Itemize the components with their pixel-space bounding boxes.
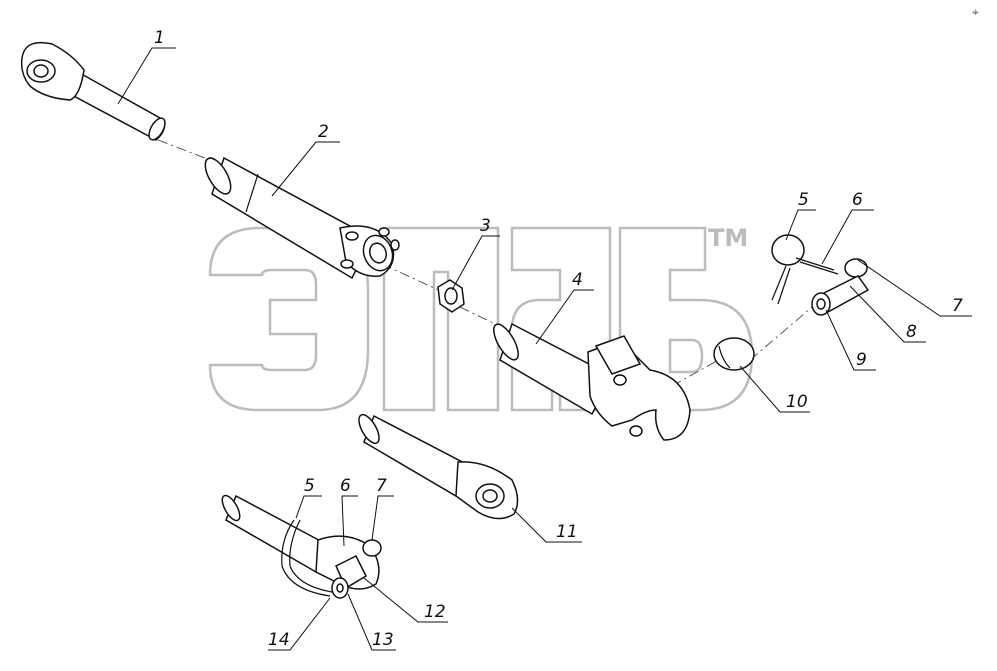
leader-lines (117, 47, 972, 651)
callout-12: 12 (424, 602, 446, 622)
part-7-split-ring-lower (362, 539, 382, 557)
part-5-chain-lower (281, 519, 331, 597)
callout-7-upper: 7 (952, 296, 963, 316)
part-6-chain-upper (771, 257, 839, 305)
callout-6-upper: 6 (852, 190, 863, 210)
callout-4: 4 (572, 270, 583, 290)
callout-2: 2 (318, 122, 329, 142)
part-4-hook-tube (493, 322, 691, 441)
part-group-pin-assembly-upper (771, 234, 870, 316)
callout-13: 13 (372, 630, 394, 650)
callout-3: 3 (480, 216, 491, 236)
callout-labels: 1 2 3 4 5 6 7 8 9 10 11 5 6 7 12 13 14 (154, 28, 963, 650)
callout-6-lower: 6 (340, 476, 351, 496)
callout-14: 14 (268, 630, 290, 650)
part-1-rod-end (20, 41, 166, 141)
callout-10: 10 (786, 392, 808, 412)
callout-1: 1 (154, 28, 165, 48)
part-3-nut (437, 279, 465, 313)
part-7-split-ring-upper (844, 258, 868, 278)
watermark-tm: TM (708, 224, 748, 252)
part-10-ball (713, 337, 755, 371)
part-11-rod-eye (358, 413, 519, 520)
part-5-ring-upper (771, 234, 805, 266)
callout-11: 11 (556, 522, 578, 542)
callout-9: 9 (856, 350, 867, 370)
callout-7-lower: 7 (376, 476, 387, 496)
part-group-pin-assembly-lower (221, 494, 382, 599)
callout-5-upper: 5 (798, 190, 809, 210)
callout-8: 8 (906, 322, 917, 342)
part-2-tube (204, 156, 400, 280)
callout-5-lower: 5 (304, 476, 315, 496)
corner-mark: ⌖ (972, 5, 979, 19)
